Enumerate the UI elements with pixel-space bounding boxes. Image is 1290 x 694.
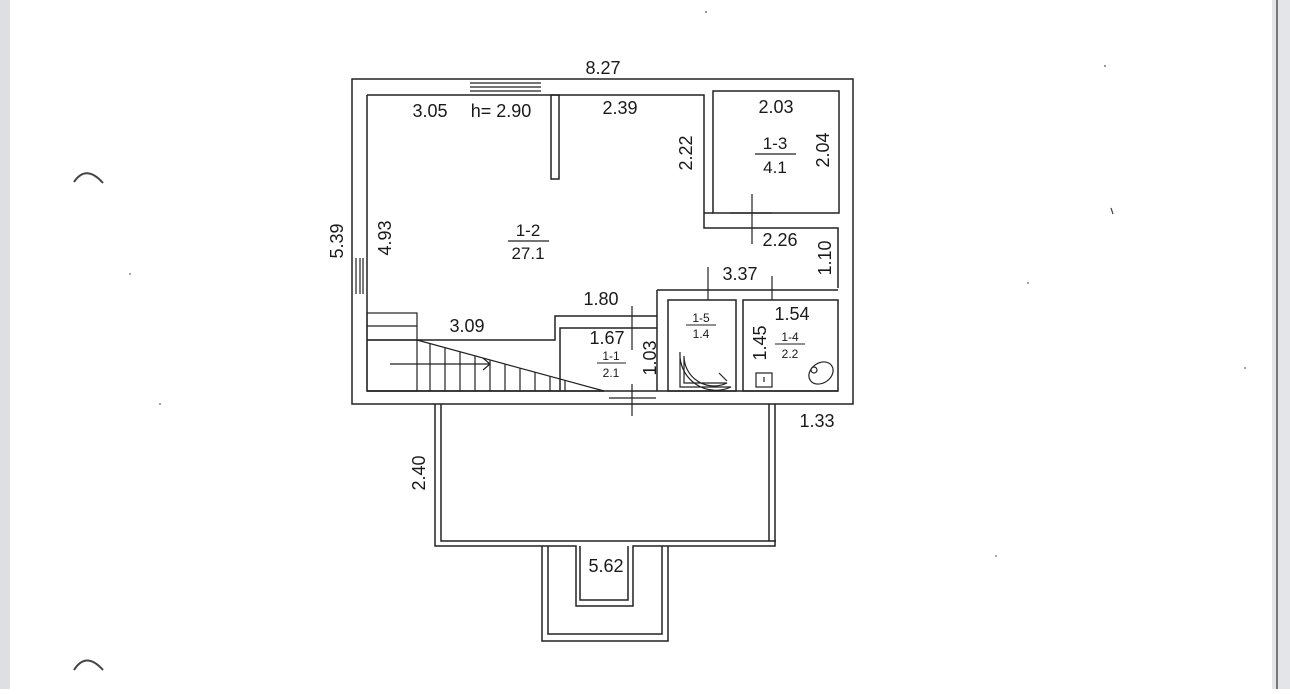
dim-room-1-1-depth: 1.03 (640, 340, 660, 375)
room-1-3-walls (712, 90, 840, 214)
scan-speck (995, 555, 997, 557)
dim-landing-width: 1.80 (583, 289, 618, 309)
scan-speck (705, 11, 707, 13)
left-page-edge (0, 0, 10, 689)
shower-tray-icon (683, 355, 728, 387)
room-1-1-walls (559, 327, 657, 391)
inner-wall-north (367, 94, 839, 288)
binder-hole-bottom (73, 659, 104, 671)
dim-hall-lower-width: 3.37 (722, 264, 757, 284)
room-1-1-area: 2.1 (603, 366, 620, 380)
windows (355, 82, 773, 416)
shower-cabin-icon (679, 351, 732, 391)
room-1-3-area: 4.1 (763, 158, 787, 177)
inner-wall-west-south (366, 95, 604, 392)
room-1-4-area: 2.2 (782, 347, 799, 361)
room-1-5-area: 1.4 (693, 327, 710, 341)
dim-room-1-2-depth: 4.93 (375, 220, 395, 255)
dim-room-1-2-width-right: 2.39 (602, 98, 637, 118)
porch-step (579, 546, 629, 601)
dim-terrace-depth: 2.40 (409, 455, 429, 490)
dim-overall-width: 8.27 (585, 58, 620, 78)
terrace (434, 404, 776, 642)
stair-landing (366, 312, 418, 392)
scan-speck (1244, 367, 1246, 369)
dim-room-1-3-width: 2.03 (758, 97, 793, 117)
dim-terrace-offset: 1.33 (799, 411, 834, 431)
fixtures (679, 351, 834, 391)
scan-speck (1110, 207, 1114, 215)
dim-room-1-1-width: 1.67 (589, 328, 624, 348)
toilet-icon (808, 361, 834, 385)
dim-hall-depth: 1.10 (815, 240, 835, 275)
scan-speck (1027, 282, 1029, 284)
sink-icon (755, 372, 773, 388)
room-1-1-id: 1-1 (602, 349, 620, 363)
right-page-edge (1272, 0, 1290, 689)
room-1-5-id: 1-5 (692, 311, 710, 325)
binder-hole-top (73, 172, 104, 184)
outer-wall (351, 78, 854, 405)
dim-room-1-4-depth: 1.45 (750, 325, 770, 360)
room-1-4-id: 1-4 (781, 330, 799, 344)
dim-room-1-3-depth: 2.04 (813, 132, 833, 167)
stair-landing-wall (367, 315, 657, 341)
terrace-inner (440, 404, 776, 542)
scan-speck (1104, 65, 1106, 67)
dim-room-1-2-notch: 2.22 (676, 135, 696, 170)
dim-room-1-4-width: 1.54 (774, 304, 809, 324)
terrace-outer (434, 404, 776, 607)
room-1-2-id: 1-2 (516, 221, 541, 240)
dim-room-1-2-width-left: 3.05 (412, 101, 447, 121)
porch-outer (541, 546, 669, 642)
dim-stair-width: 3.09 (449, 316, 484, 336)
dim-porch-width: 5.62 (588, 556, 623, 576)
dim-overall-depth: 5.39 (327, 223, 347, 258)
partition-stub (550, 94, 560, 180)
dim-hall-width: 2.26 (762, 230, 797, 250)
scan-speck (159, 403, 161, 405)
scan-speck (129, 273, 131, 275)
stair-diagonal (416, 339, 605, 392)
room-1-3-id: 1-3 (763, 134, 788, 153)
staircase (366, 312, 605, 392)
toilet-seat-icon (810, 366, 818, 374)
shower-drain-icon (718, 372, 728, 382)
porch-inner (547, 546, 663, 635)
room-1-2-area: 27.1 (511, 244, 544, 263)
dim-ceiling-height: h= 2.90 (471, 101, 532, 121)
